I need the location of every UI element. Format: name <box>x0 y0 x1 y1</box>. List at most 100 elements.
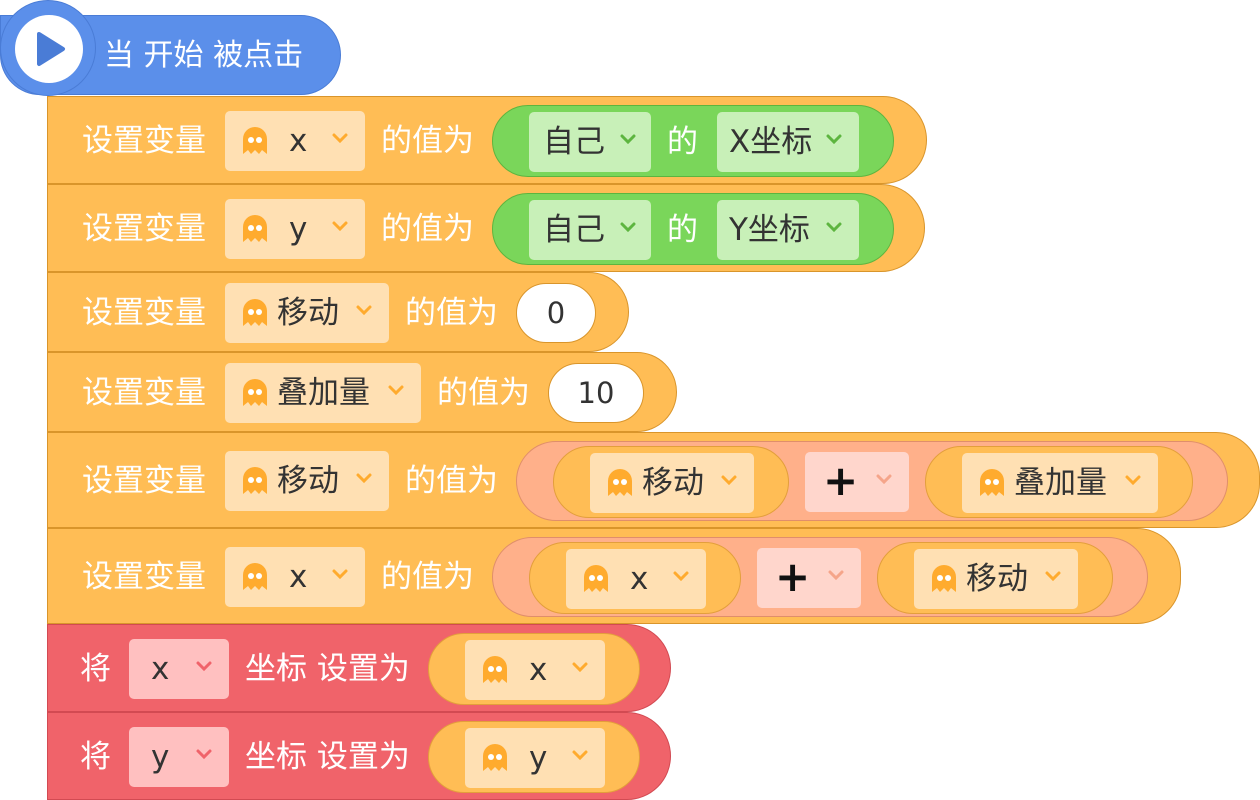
variable-name: x <box>630 561 649 597</box>
number-input[interactable]: 0 <box>516 283 596 343</box>
set-variable-block[interactable]: 设置变量 叠加量 的值为 10 <box>47 352 677 432</box>
sprite-name: 自己 <box>543 212 605 248</box>
add-operator-reporter[interactable]: x + 移动 <box>492 537 1148 617</box>
variable-dropdown[interactable]: 移动 <box>914 549 1078 609</box>
chevron-down-icon <box>356 305 372 316</box>
operator-dropdown[interactable]: + <box>805 452 909 512</box>
set-coordinate-block[interactable]: 将 y 坐标 设置为 y <box>47 712 671 800</box>
set-variable-label: 设置变量 <box>82 375 206 411</box>
property-name: X坐标 <box>729 124 813 160</box>
set-variable-label: 设置变量 <box>82 123 206 159</box>
variable-dropdown[interactable]: 叠加量 <box>225 363 421 423</box>
ghost-icon <box>243 299 267 326</box>
variable-name: 叠加量 <box>277 375 370 411</box>
green-flag-button[interactable] <box>0 0 96 96</box>
of-label: 的 <box>667 212 698 248</box>
set-variable-block[interactable]: 设置变量 x 的值为 x + 移动 <box>47 528 1181 624</box>
axis-dropdown[interactable]: x <box>129 639 229 699</box>
variable-name: x <box>289 559 308 595</box>
chevron-down-icon <box>196 749 212 760</box>
chevron-down-icon <box>1125 475 1141 486</box>
variable-dropdown[interactable]: 移动 <box>590 453 754 513</box>
chevron-down-icon <box>572 750 588 761</box>
variable-name: 叠加量 <box>1014 465 1107 501</box>
chevron-down-icon <box>620 134 636 145</box>
add-operator-reporter[interactable]: 移动 + 叠加量 <box>516 441 1228 521</box>
variable-name: x <box>529 652 548 688</box>
value-of-label: 的值为 <box>381 123 474 159</box>
variable-name: x <box>289 123 308 159</box>
variable-reporter[interactable]: x <box>529 542 741 614</box>
variable-reporter[interactable]: x <box>428 633 640 705</box>
variable-dropdown[interactable]: y <box>225 199 365 259</box>
ghost-icon <box>243 563 267 590</box>
value-of-label: 的值为 <box>405 463 498 499</box>
set-variable-label: 设置变量 <box>82 463 206 499</box>
operator-symbol: + <box>775 552 811 601</box>
ghost-icon <box>243 127 267 154</box>
ghost-icon <box>483 656 507 683</box>
variable-reporter[interactable]: 移动 <box>553 446 789 518</box>
set-variable-block[interactable]: 设置变量 移动 的值为 0 <box>47 272 629 352</box>
number-input[interactable]: 10 <box>548 363 644 423</box>
ghost-icon <box>243 467 267 494</box>
variable-dropdown[interactable]: 移动 <box>225 283 389 343</box>
operator-symbol: + <box>823 456 859 505</box>
variable-dropdown[interactable]: x <box>566 549 706 609</box>
property-dropdown[interactable]: Y坐标 <box>717 200 859 260</box>
set-coordinate-block[interactable]: 将 x 坐标 设置为 x <box>47 624 671 712</box>
set-variable-label: 设置变量 <box>82 559 206 595</box>
set-variable-block[interactable]: 设置变量 移动 的值为 移动 + 叠加量 <box>47 432 1260 528</box>
axis-dropdown[interactable]: y <box>129 727 229 787</box>
play-icon <box>15 15 83 83</box>
coordinate-set-to-label: 坐标 设置为 <box>245 651 410 687</box>
value-of-label: 的值为 <box>405 295 498 331</box>
property-dropdown[interactable]: X坐标 <box>717 112 859 172</box>
variable-reporter[interactable]: y <box>428 721 640 793</box>
variable-name: y <box>529 740 548 776</box>
variable-dropdown[interactable]: x <box>465 640 605 700</box>
variable-dropdown[interactable]: x <box>225 111 365 171</box>
property-name: Y坐标 <box>729 212 810 248</box>
ghost-icon <box>243 215 267 242</box>
set-variable-block[interactable]: 设置变量 y 的值为 自己 的 Y坐标 <box>47 184 925 272</box>
variable-name: y <box>289 211 308 247</box>
chevron-down-icon <box>828 570 844 581</box>
variable-dropdown[interactable]: 移动 <box>225 451 389 511</box>
sprite-name: 自己 <box>543 124 605 160</box>
chevron-down-icon <box>388 385 404 396</box>
hat-label: 当 开始 被点击 <box>104 38 304 73</box>
chevron-down-icon <box>332 221 348 232</box>
value-of-label: 的值为 <box>437 375 530 411</box>
variable-name: 移动 <box>966 561 1028 597</box>
of-label: 的 <box>667 124 698 160</box>
ghost-icon <box>932 565 956 592</box>
ghost-icon <box>608 469 632 496</box>
ghost-icon <box>243 379 267 406</box>
sensing-attribute-reporter[interactable]: 自己 的 X坐标 <box>492 105 894 177</box>
variable-reporter[interactable]: 移动 <box>877 542 1113 614</box>
sprite-dropdown[interactable]: 自己 <box>529 112 651 172</box>
sensing-attribute-reporter[interactable]: 自己 的 Y坐标 <box>492 193 894 265</box>
chevron-down-icon <box>332 569 348 580</box>
value-of-label: 的值为 <box>381 211 474 247</box>
chevron-down-icon <box>826 222 842 233</box>
set-variable-block[interactable]: 设置变量 x 的值为 自己 的 X坐标 <box>47 96 927 184</box>
variable-name: 移动 <box>277 463 339 499</box>
ghost-icon <box>584 565 608 592</box>
set-variable-label: 设置变量 <box>82 295 206 331</box>
variable-dropdown[interactable]: 叠加量 <box>962 453 1158 513</box>
chevron-down-icon <box>332 133 348 144</box>
chevron-down-icon <box>1045 571 1061 582</box>
chevron-down-icon <box>356 473 372 484</box>
set-coordinate-label: 将 <box>80 651 111 687</box>
variable-name: 移动 <box>277 295 339 331</box>
sprite-dropdown[interactable]: 自己 <box>529 200 651 260</box>
chevron-down-icon <box>572 662 588 673</box>
operator-dropdown[interactable]: + <box>757 548 861 608</box>
variable-dropdown[interactable]: x <box>225 547 365 607</box>
chevron-down-icon <box>196 661 212 672</box>
variable-reporter[interactable]: 叠加量 <box>925 446 1193 518</box>
value-of-label: 的值为 <box>381 559 474 595</box>
variable-dropdown[interactable]: y <box>465 728 605 788</box>
